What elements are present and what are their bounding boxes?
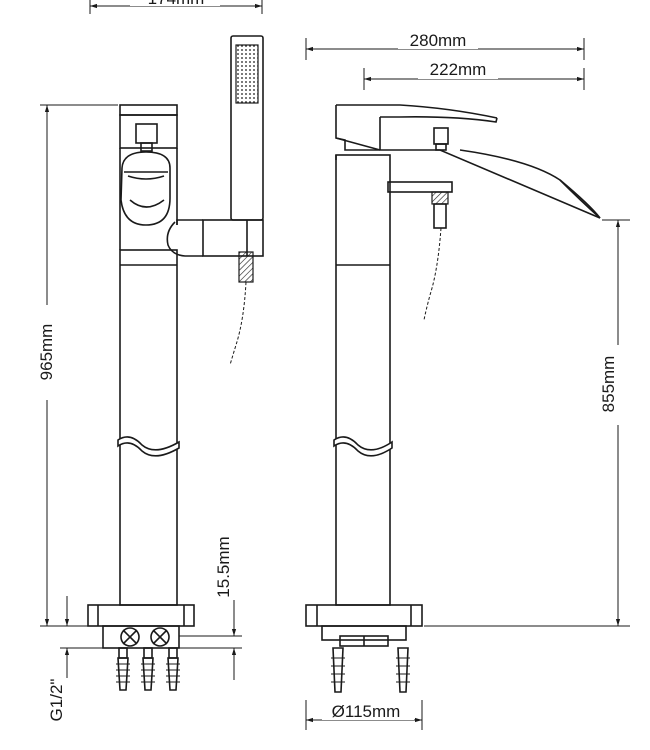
front-body-column <box>117 249 180 606</box>
dim-top-width-front: 174mm <box>89 0 263 14</box>
dim-overall-width: 280mm <box>305 31 585 60</box>
side-base <box>305 604 423 647</box>
dim-spout-reach: 222mm <box>363 60 585 90</box>
label-base-offset: 15.5mm <box>214 536 233 597</box>
dim-base-offset: 15.5mm <box>179 536 242 680</box>
label-spout-height: 855mm <box>599 356 618 413</box>
label-overall-width: 280mm <box>410 31 467 50</box>
label-overall-height: 965mm <box>37 324 56 381</box>
label-spout-reach: 222mm <box>430 60 487 79</box>
side-anchor-bolts <box>331 647 410 693</box>
side-view: 280mm 222mm <box>305 31 630 730</box>
label-top-width-front: 174mm <box>148 0 205 8</box>
front-hand-shower <box>230 35 264 221</box>
dim-base-diameter: Ø115mm <box>305 700 423 730</box>
front-view: 174mm <box>37 0 264 721</box>
dim-inlet-thread: G1/2" <box>47 596 103 721</box>
side-spout <box>335 104 601 219</box>
dim-spout-height: 855mm <box>424 219 630 627</box>
dim-overall-height: 965mm <box>37 104 118 627</box>
front-tap-head <box>119 104 178 250</box>
front-shower-holder <box>166 219 264 366</box>
label-inlet-thread: G1/2" <box>47 679 66 722</box>
label-base-diameter: Ø115mm <box>332 702 401 721</box>
side-body-column <box>333 154 393 606</box>
front-base <box>87 604 195 649</box>
front-anchor-bolts <box>116 647 180 691</box>
side-shower-outlet <box>387 181 453 321</box>
side-lever <box>433 127 449 151</box>
